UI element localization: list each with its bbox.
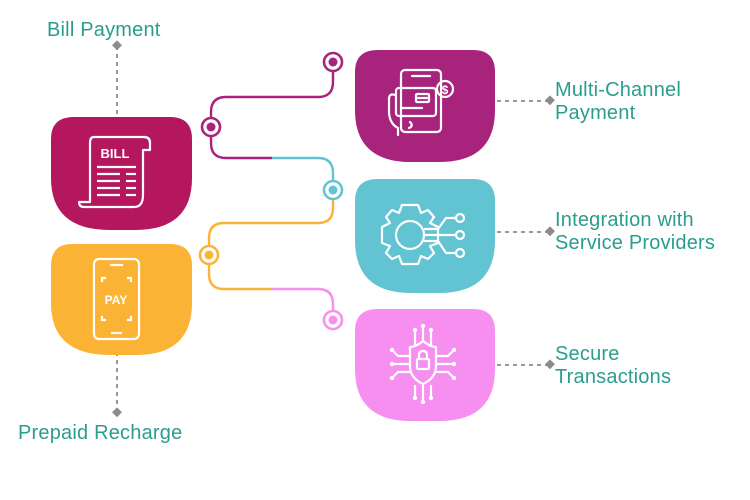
secure-label-line-2: Transactions	[555, 366, 672, 388]
connector-bill-to-integration-b	[272, 156, 335, 190]
card-payment-icon	[387, 68, 455, 137]
multi-channel-label-line-1: Multi-Channel	[555, 79, 681, 101]
connector-nodes	[198, 51, 344, 331]
circuit-dots	[389, 323, 457, 405]
shield-lock-icon	[392, 326, 454, 402]
integration-card	[355, 179, 495, 293]
bill-receipt-icon	[77, 135, 152, 209]
bill-payment-label: Bill Payment	[47, 19, 161, 41]
integration-label-line-1: Integration with	[555, 209, 694, 231]
prepaid-recharge-card: PAY	[51, 244, 192, 355]
dollar-glyph: $	[442, 83, 449, 97]
connector-bill-to-multi	[209, 62, 335, 127]
connectors	[207, 62, 335, 320]
integration-label: Integration with Service Providers	[555, 209, 715, 255]
connector-prepaid-to-secure-a	[207, 255, 272, 291]
prepaid-recharge-label: Prepaid Recharge	[18, 422, 183, 444]
connector-prepaid-to-secure-b	[272, 287, 335, 320]
bill-icon-text: BILL	[101, 146, 130, 161]
integration-label-line-2: Service Providers	[555, 232, 716, 254]
secure-transactions-card	[355, 309, 495, 421]
phone-pay-icon	[92, 257, 141, 341]
gear-circuit-icon	[380, 203, 466, 266]
connector-bill-to-integration-a	[209, 127, 272, 160]
pay-icon-text: PAY	[105, 293, 128, 307]
multi-channel-label-line-2: Payment	[555, 102, 636, 124]
multi-channel-payment-label: Multi-Channel Payment	[555, 79, 681, 125]
multi-channel-card: $	[355, 50, 495, 162]
connector-prepaid-to-integration	[207, 190, 335, 255]
bill-payment-card: BILL	[51, 117, 192, 230]
secure-transactions-label: Secure Transactions	[555, 343, 671, 389]
secure-label-line-1: Secure	[555, 343, 620, 365]
